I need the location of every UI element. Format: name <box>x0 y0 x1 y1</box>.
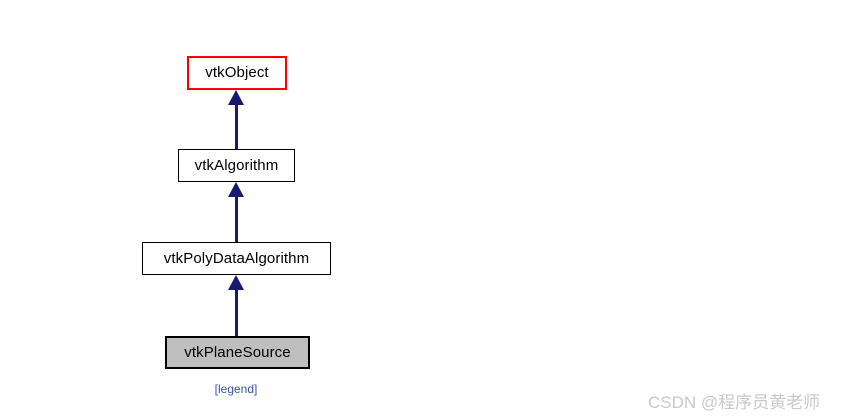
class-node-vtkobject[interactable]: vtkObject <box>187 56 287 90</box>
class-node-vtkpolydataalgorithm[interactable]: vtkPolyDataAlgorithm <box>142 242 331 275</box>
class-node-label: vtkAlgorithm <box>194 156 279 174</box>
edge-arrowhead-icon <box>228 182 244 197</box>
edge-line <box>234 104 238 149</box>
edge-line <box>234 289 238 336</box>
edge-arrowhead-icon <box>228 275 244 290</box>
inheritance-edge-vtkalgorithm-to-vtkobject <box>228 90 244 149</box>
class-node-label: vtkPlaneSource <box>184 343 291 361</box>
inheritance-edge-vtkpolydataalgorithm-to-vtkalgorithm <box>228 182 244 242</box>
edge-arrowhead-icon <box>228 90 244 105</box>
class-node-vtkplanesource[interactable]: vtkPlaneSource <box>165 336 310 369</box>
inheritance-edge-vtkplanesource-to-vtkpolydataalgorithm <box>228 275 244 336</box>
class-node-vtkalgorithm[interactable]: vtkAlgorithm <box>178 149 295 182</box>
class-node-label: vtkObject <box>205 64 269 81</box>
edge-line <box>234 196 238 242</box>
class-node-label: vtkPolyDataAlgorithm <box>163 249 310 267</box>
csdn-watermark: CSDN @程序员黄老师 <box>648 393 821 412</box>
legend-link[interactable]: [legend] <box>214 382 258 396</box>
